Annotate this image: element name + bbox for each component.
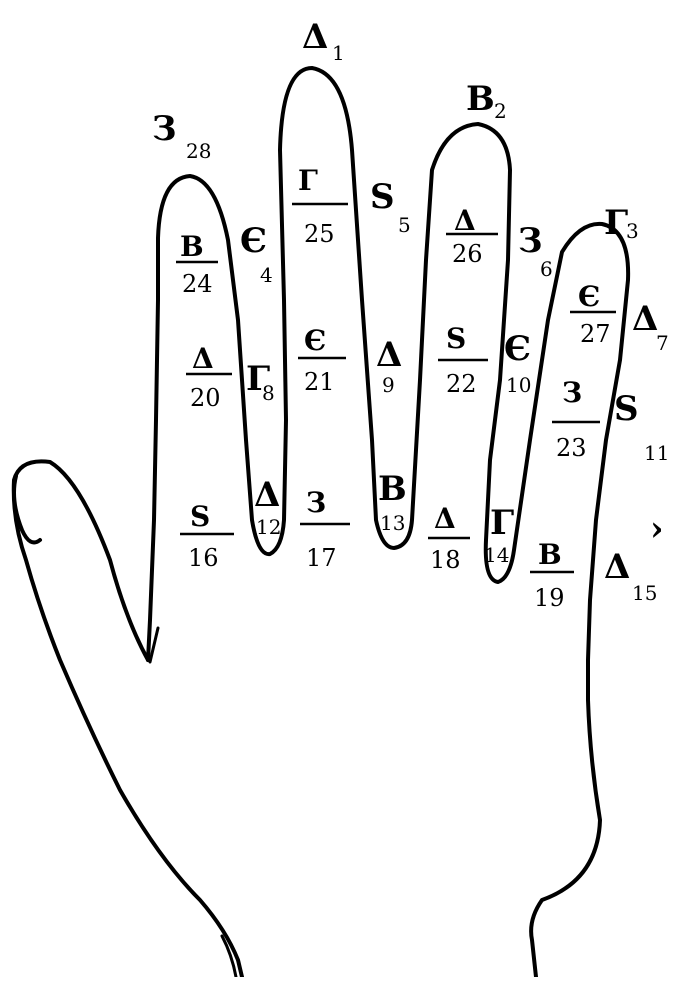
label-a1-letter: Δ	[302, 17, 328, 57]
fraction-18-bottom: 18	[430, 546, 461, 574]
fraction-22: S 22	[438, 322, 488, 398]
fingertip-labels: Δ 1 B 2 Γ 3 З 28	[152, 17, 639, 243]
label-z28-letter: З	[152, 109, 177, 149]
label-a9-index: 9	[382, 373, 395, 397]
label-z6-index: 6	[540, 257, 553, 281]
label-a15-index: 15	[632, 581, 657, 605]
label-a7-index: 7	[656, 331, 669, 355]
fraction-25-bottom: 25	[304, 220, 335, 248]
fraction-17: З 17	[300, 486, 350, 572]
label-e4-letter: Є	[240, 221, 267, 261]
fraction-23-top: З	[562, 376, 582, 409]
fraction-19-top: B	[538, 538, 562, 571]
fraction-19: B 19	[530, 538, 574, 612]
fraction-25: Γ 25	[292, 164, 348, 248]
fraction-18-top: Δ	[434, 502, 456, 535]
label-e10-letter: Є	[504, 329, 531, 369]
label-a15-letter: Δ	[604, 547, 630, 587]
fraction-16-bottom: 16	[188, 544, 219, 572]
fraction-25-top: Γ	[298, 164, 318, 197]
label-a1-index: 1	[332, 41, 345, 65]
fraction-21-top: Є	[304, 324, 326, 357]
label-b2-index: 2	[494, 99, 507, 123]
fraction-17-bottom: 17	[306, 544, 337, 572]
fraction-21: Є 21	[298, 324, 346, 396]
label-a9-letter: Δ	[376, 335, 402, 375]
fraction-24-top: B	[180, 230, 204, 263]
fraction-21-bottom: 21	[304, 368, 335, 396]
fraction-16-top: S	[190, 500, 210, 533]
label-g14-index: 14	[484, 543, 509, 567]
label-s5-letter: S	[370, 177, 395, 217]
fraction-27-bottom: 27	[580, 320, 611, 348]
label-a7-letter: Δ	[632, 299, 658, 339]
fraction-17-top: З	[306, 486, 326, 519]
label-s11-index: 11	[644, 441, 669, 465]
label-e4-index: 4	[260, 263, 273, 287]
palm-left-edge	[148, 300, 158, 660]
fraction-26: Δ 26	[446, 204, 498, 268]
label-g14-letter: Γ	[490, 503, 514, 543]
label-s5-index: 5	[398, 213, 411, 237]
fraction-22-bottom: 22	[446, 370, 477, 398]
fraction-20: Δ 20	[186, 342, 232, 412]
fraction-24-bottom: 24	[182, 270, 213, 298]
fraction-23: З 23	[552, 376, 600, 462]
fraction-16: S 16	[180, 500, 234, 572]
fraction-18: Δ 18	[428, 502, 470, 574]
label-g8-index: 8	[262, 381, 275, 405]
label-b13-index: 13	[380, 511, 405, 535]
fraction-23-bottom: 23	[556, 434, 587, 462]
label-b13-letter: B	[378, 469, 407, 509]
fraction-19-bottom: 19	[534, 584, 565, 612]
fraction-20-top: Δ	[192, 342, 214, 375]
thumb-outline	[14, 461, 242, 977]
fraction-20-bottom: 20	[190, 384, 221, 412]
fraction-22-top: S	[446, 322, 466, 355]
fraction-24: B 24	[176, 230, 218, 298]
label-g3-letter: Γ	[604, 203, 628, 243]
label-z28-index: 28	[186, 139, 211, 163]
label-a12-index: 12	[256, 515, 281, 539]
label-s11-letter: S	[614, 389, 639, 429]
label-e10-index: 10	[506, 373, 531, 397]
fraction-27: Є 27	[570, 280, 616, 348]
mark-glyph: ›	[650, 509, 664, 549]
label-g3-index: 3	[626, 219, 639, 243]
label-z6-letter: З	[518, 221, 543, 261]
label-a12-letter: Δ	[254, 475, 280, 515]
fraction-27-top: Є	[578, 280, 600, 313]
fraction-26-top: Δ	[454, 204, 476, 237]
label-b2-letter: B	[466, 79, 495, 119]
fraction-26-bottom: 26	[452, 240, 483, 268]
